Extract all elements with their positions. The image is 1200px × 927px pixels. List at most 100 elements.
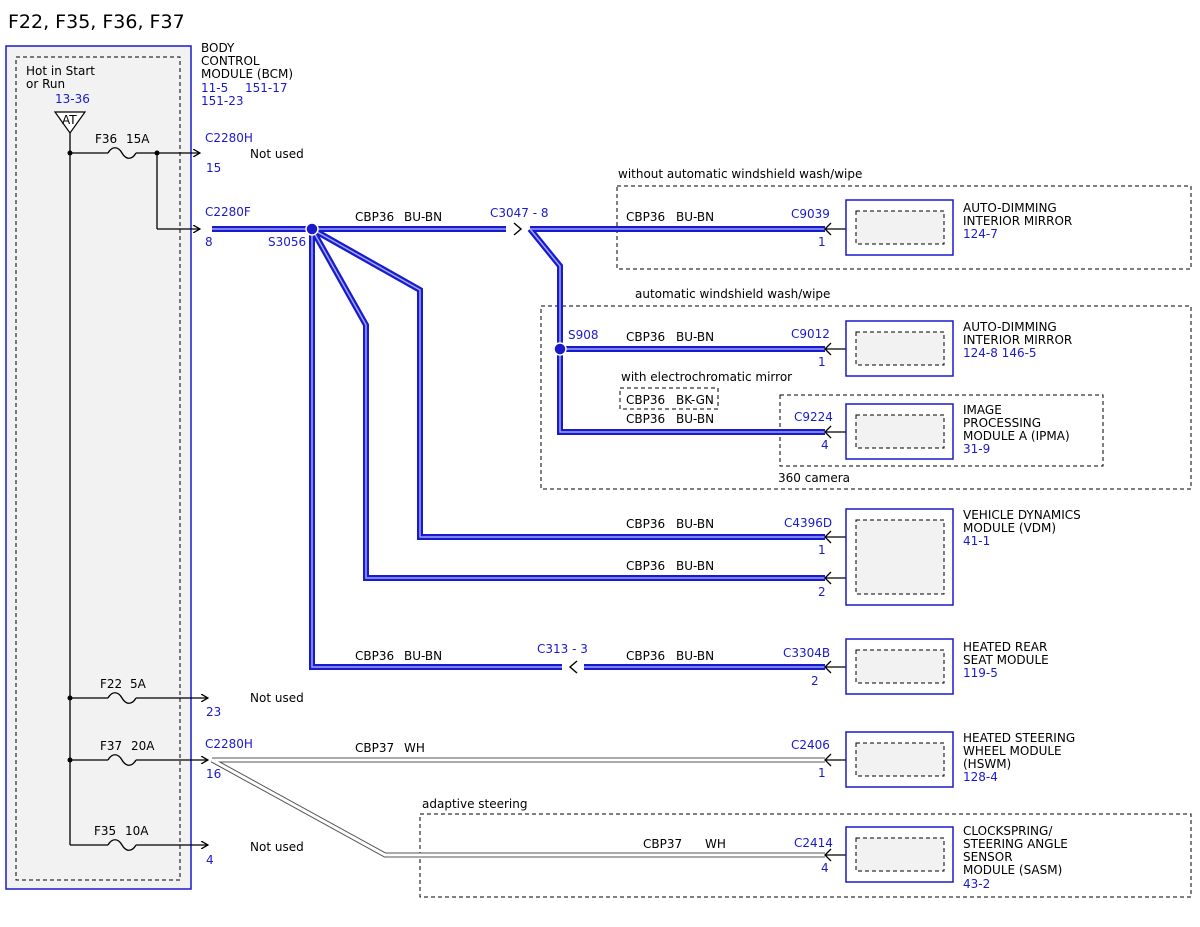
at-symbol: AT — [62, 113, 77, 127]
group-electrochromic — [619, 387, 719, 410]
conn-c9012: C9012 — [791, 327, 830, 341]
fuse-f36-amp: 15A — [126, 132, 150, 146]
cbp36-wires — [212, 226, 825, 670]
sasm-name-1: CLOCKSPRING/ — [963, 824, 1053, 838]
conn-c3304b: C3304B — [783, 646, 830, 660]
pin-4: 4 — [206, 853, 214, 867]
pin-sasm: 4 — [821, 861, 829, 875]
wire-label-cbp36: CBP36 — [355, 210, 394, 224]
sasm-name-3: SENSOR — [963, 850, 1013, 864]
not-used-4: Not used — [250, 840, 304, 854]
hswm-box — [845, 731, 954, 788]
splice-s3056-icon — [305, 222, 319, 236]
fuse-f22-name: F22 — [100, 677, 122, 691]
fuse-f35-amp: 10A — [125, 824, 149, 838]
pin-hswm: 1 — [818, 766, 826, 780]
hswm-name-1: HEATED STEERING — [963, 731, 1075, 745]
hot-label-1: Hot in Start — [26, 64, 95, 78]
vdm-box — [845, 508, 954, 606]
hswm-ref: 128-4 — [963, 770, 998, 784]
hot-label-2: or Run — [26, 77, 65, 91]
bcm-module: BODY CONTROL MODULE (BCM) 11-5 151-17 15… — [5, 41, 293, 890]
pin-c2280h-conn-2[interactable]: C2280H — [205, 737, 253, 751]
ipma-ref: 31-9 — [963, 442, 990, 456]
mirror1-ref: 124-7 — [963, 227, 998, 241]
wire-label-cbp36: CBP36 — [626, 559, 665, 573]
sasm-name-4: MODULE (SASM) — [963, 863, 1062, 877]
hswm-name-2: WHEEL MODULE — [963, 744, 1062, 758]
wire-label-cbp36: CBP36 — [626, 649, 665, 663]
sasm-name-2: STEERING ANGLE — [963, 837, 1068, 851]
wire-label-cbp36: CBP36 — [626, 393, 665, 407]
mirror2-ref: 124-8 146-5 — [963, 346, 1037, 360]
ipma-box — [845, 403, 954, 460]
bcm-ref-2[interactable]: 151-17 — [245, 81, 288, 95]
power-bus — [69, 133, 208, 851]
vdm-ref: 41-1 — [963, 534, 990, 548]
not-used-15: Not used — [250, 147, 304, 161]
fuse-f37-amp: 20A — [131, 739, 155, 753]
ipma-name-1: IMAGE — [963, 403, 1002, 417]
inline-c313-label[interactable]: C313 - 3 — [537, 642, 588, 656]
conn-c9039: C9039 — [791, 207, 830, 221]
splice-s908-label[interactable]: S908 — [568, 328, 599, 342]
group-with-wash — [540, 305, 1192, 490]
bcm-name-2: CONTROL — [201, 54, 260, 68]
mirror2-name-2: INTERIOR MIRROR — [963, 333, 1072, 347]
wire-label-bubn: BU-BN — [676, 412, 714, 426]
hot-ref[interactable]: 13-36 — [55, 92, 90, 106]
pin-rear-seat: 2 — [811, 674, 819, 688]
wire-label-bubn: BU-BN — [676, 210, 714, 224]
inline-c3047-label[interactable]: C3047 - 8 — [490, 206, 549, 220]
ipma-name-3: MODULE A (IPMA) — [963, 429, 1070, 443]
inline-c313-icon — [568, 660, 578, 674]
bcm-ref-1[interactable]: 11-5 — [201, 81, 228, 95]
wire-label-bkgn: BK-GN — [676, 393, 714, 407]
bcm-name-3: MODULE (BCM) — [201, 67, 293, 81]
group-with-wash-label: automatic windshield wash/wipe — [635, 287, 830, 301]
pin-mirror1: 1 — [818, 235, 826, 249]
pin-8: 8 — [205, 235, 213, 249]
pin-vdm-1: 1 — [818, 543, 826, 557]
mirror1-name-1: AUTO-DIMMING — [963, 201, 1057, 215]
pin-c2280h-conn[interactable]: C2280H — [205, 131, 253, 145]
wire-label-bubn: BU-BN — [676, 330, 714, 344]
inline-c3047-icon — [513, 222, 523, 236]
page-title: F22, F35, F36, F37 — [8, 11, 185, 33]
not-used-23: Not used — [250, 691, 304, 705]
fuse-f36-name: F36 — [95, 132, 117, 146]
group-camera-label: 360 camera — [778, 471, 850, 485]
wire-label-bubn: BU-BN — [676, 517, 714, 531]
wire-label-bubn: BU-BN — [676, 559, 714, 573]
pin-15: 15 — [206, 161, 221, 175]
pin-c2280f-conn[interactable]: C2280F — [205, 205, 251, 219]
splice-s3056-label[interactable]: S3056 — [268, 235, 306, 249]
bus-dots — [67, 150, 160, 763]
vdm-name-2: MODULE (VDM) — [963, 521, 1056, 535]
pin-23: 23 — [206, 705, 221, 719]
pin-vdm-2: 2 — [818, 585, 826, 599]
wire-label-wh: WH — [404, 741, 425, 755]
mirror2-name-1: AUTO-DIMMING — [963, 320, 1057, 334]
bcm-ref-3[interactable]: 151-23 — [201, 94, 244, 108]
vdm-name-1: VEHICLE DYNAMICS — [963, 508, 1081, 522]
group-adaptive-label: adaptive steering — [422, 797, 528, 811]
conn-c2414: C2414 — [794, 836, 833, 850]
rear-seat-name-1: HEATED REAR — [963, 640, 1047, 654]
pin-16: 16 — [206, 767, 221, 781]
wire-label-cbp36: CBP36 — [626, 330, 665, 344]
fuse-f35-name: F35 — [94, 824, 116, 838]
sasm-box — [845, 826, 954, 883]
wire-label-bubn: BU-BN — [404, 649, 442, 663]
fuse-f22-amp: 5A — [130, 677, 147, 691]
ipma-name-2: PROCESSING — [963, 416, 1041, 430]
wire-label-cbp36: CBP36 — [355, 649, 394, 663]
group-electrochromic-label: with electrochromatic mirror — [621, 370, 792, 384]
pin-ipma: 4 — [821, 438, 829, 452]
wire-label-cbp36: CBP36 — [626, 412, 665, 426]
wire-label-cbp37: CBP37 — [643, 837, 682, 851]
wire-label-bubn: BU-BN — [404, 210, 442, 224]
mirror1-name-2: INTERIOR MIRROR — [963, 214, 1072, 228]
conn-c9224: C9224 — [794, 410, 833, 424]
